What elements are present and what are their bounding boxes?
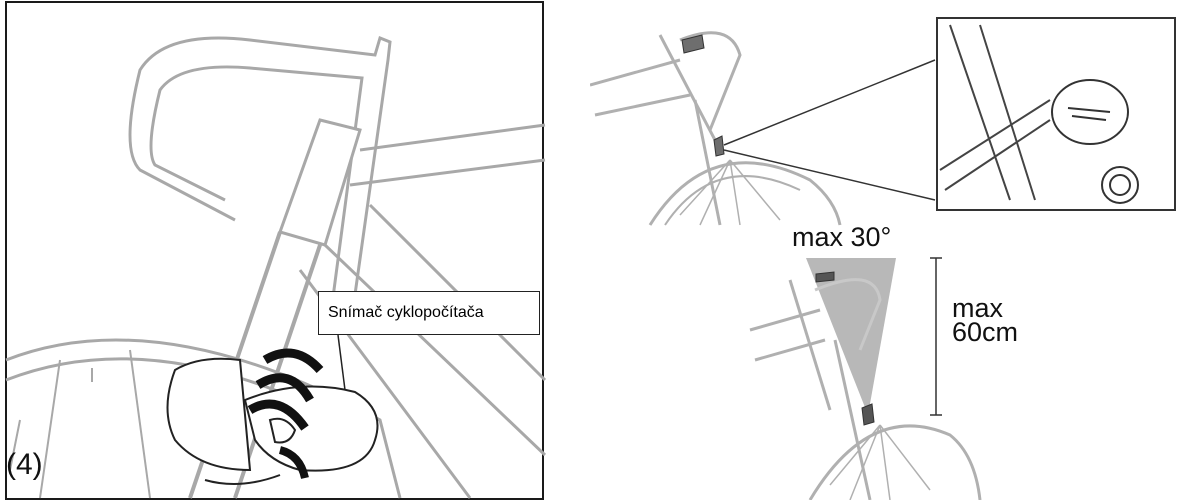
mounting-overview-panel [590,0,1179,230]
overview-wheel [648,161,842,226]
range-down-tube [754,338,826,362]
top-tube-lower [349,158,546,187]
overview-sensor [713,135,725,157]
closeup-drawing [5,1,547,500]
range-diagram-panel [720,220,1179,500]
range-sensor [861,403,875,426]
overview-handlebar [679,31,742,131]
zoom-line-top [723,59,936,146]
overview-wheel-inner [664,175,801,226]
cable-tie-4 [278,446,309,480]
spoke-2 [129,349,151,499]
inset-axle-hole [1109,174,1131,196]
max-angle-label: max 30° [792,222,892,252]
top-tube [359,123,546,152]
inset-sensor [1051,79,1129,145]
overview-top-tube [590,58,681,87]
range-handlebar [814,278,882,351]
max-distance-unit-label: 60cm [952,317,1019,347]
range-top-tube [749,308,821,332]
down-tube [323,243,547,457]
max-distance-value-label: max [952,293,1004,323]
overview-spokes [679,159,781,226]
cable-tie-3 [247,399,309,431]
tie-arrow [204,474,281,485]
step-number-label: (4) [6,448,43,481]
spoke-3 [9,419,21,471]
inset-fork [949,24,1036,201]
zoom-line-bottom [723,149,936,201]
range-drawing [749,257,982,500]
detection-cone [806,258,896,415]
inset-sensor-mark [1067,107,1111,121]
cable-tie-2 [255,373,314,403]
spoke-1 [39,359,61,499]
overview-stem [658,34,717,141]
range-computer [815,271,835,283]
range-wheel [808,424,982,500]
max-distance-label: max 60cm [952,293,1019,347]
handlebar [128,35,392,331]
overview-drawing [590,17,1176,226]
distance-indicator [930,257,942,416]
range-spokes [829,424,931,500]
overview-computer [681,34,705,54]
range-fork [833,339,872,500]
sensor-tab [268,417,297,444]
overview-down-tube [594,93,691,117]
inset-spoke [939,99,1051,191]
handlebar-inner [149,65,364,321]
installation-closeup-panel: Snímač cyklopočítača (4) [0,0,548,500]
sensor-callout-label: Snímač cyklopočítača [318,291,540,335]
cable-tie-1 [262,348,324,374]
sensor-clip [166,357,252,472]
overview-fork [693,99,722,226]
callout-pointer [337,334,346,391]
